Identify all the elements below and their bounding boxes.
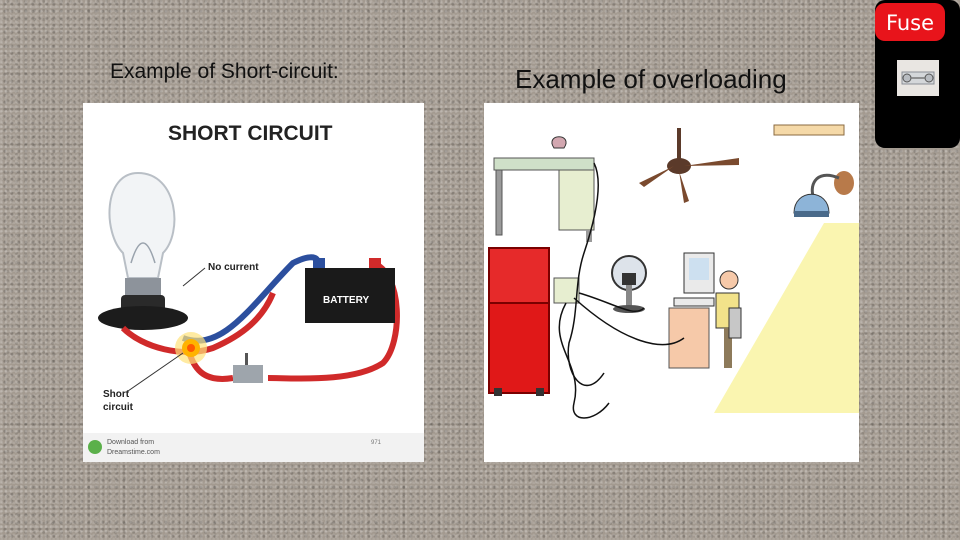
tube-light-icon bbox=[774, 125, 844, 135]
desk-icon bbox=[494, 158, 594, 242]
short-circuit-title: SHORT CIRCUIT bbox=[168, 122, 333, 145]
lamp-icon bbox=[714, 171, 859, 413]
short-label-line1: Short bbox=[103, 389, 130, 400]
short-label-line2: circuit bbox=[103, 402, 134, 413]
ceiling-fan-icon bbox=[639, 128, 739, 203]
fuse-label: Fuse bbox=[875, 3, 945, 41]
switch-icon bbox=[233, 353, 263, 383]
no-current-label: No current bbox=[208, 262, 259, 273]
table-fan-icon bbox=[612, 256, 646, 313]
footer-download: Download from bbox=[107, 439, 154, 446]
light-bulb-icon bbox=[98, 173, 188, 330]
short-circuit-illustration: SHORT CIRCUIT BATTERY bbox=[83, 103, 424, 462]
refrigerator-icon bbox=[489, 248, 549, 396]
fuse-icon bbox=[897, 60, 939, 96]
dreamstime-logo-icon bbox=[88, 440, 102, 454]
short-circuit-caption: Example of Short-circuit: bbox=[110, 60, 339, 84]
spark-icon bbox=[175, 332, 207, 364]
footer-id: 971 bbox=[371, 440, 382, 446]
battery-label: BATTERY bbox=[323, 295, 369, 306]
footer-site: Dreamstime.com bbox=[107, 449, 160, 456]
computer-user-icon bbox=[669, 253, 741, 368]
overloading-illustration bbox=[484, 103, 859, 462]
overloading-caption: Example of overloading bbox=[515, 64, 787, 95]
